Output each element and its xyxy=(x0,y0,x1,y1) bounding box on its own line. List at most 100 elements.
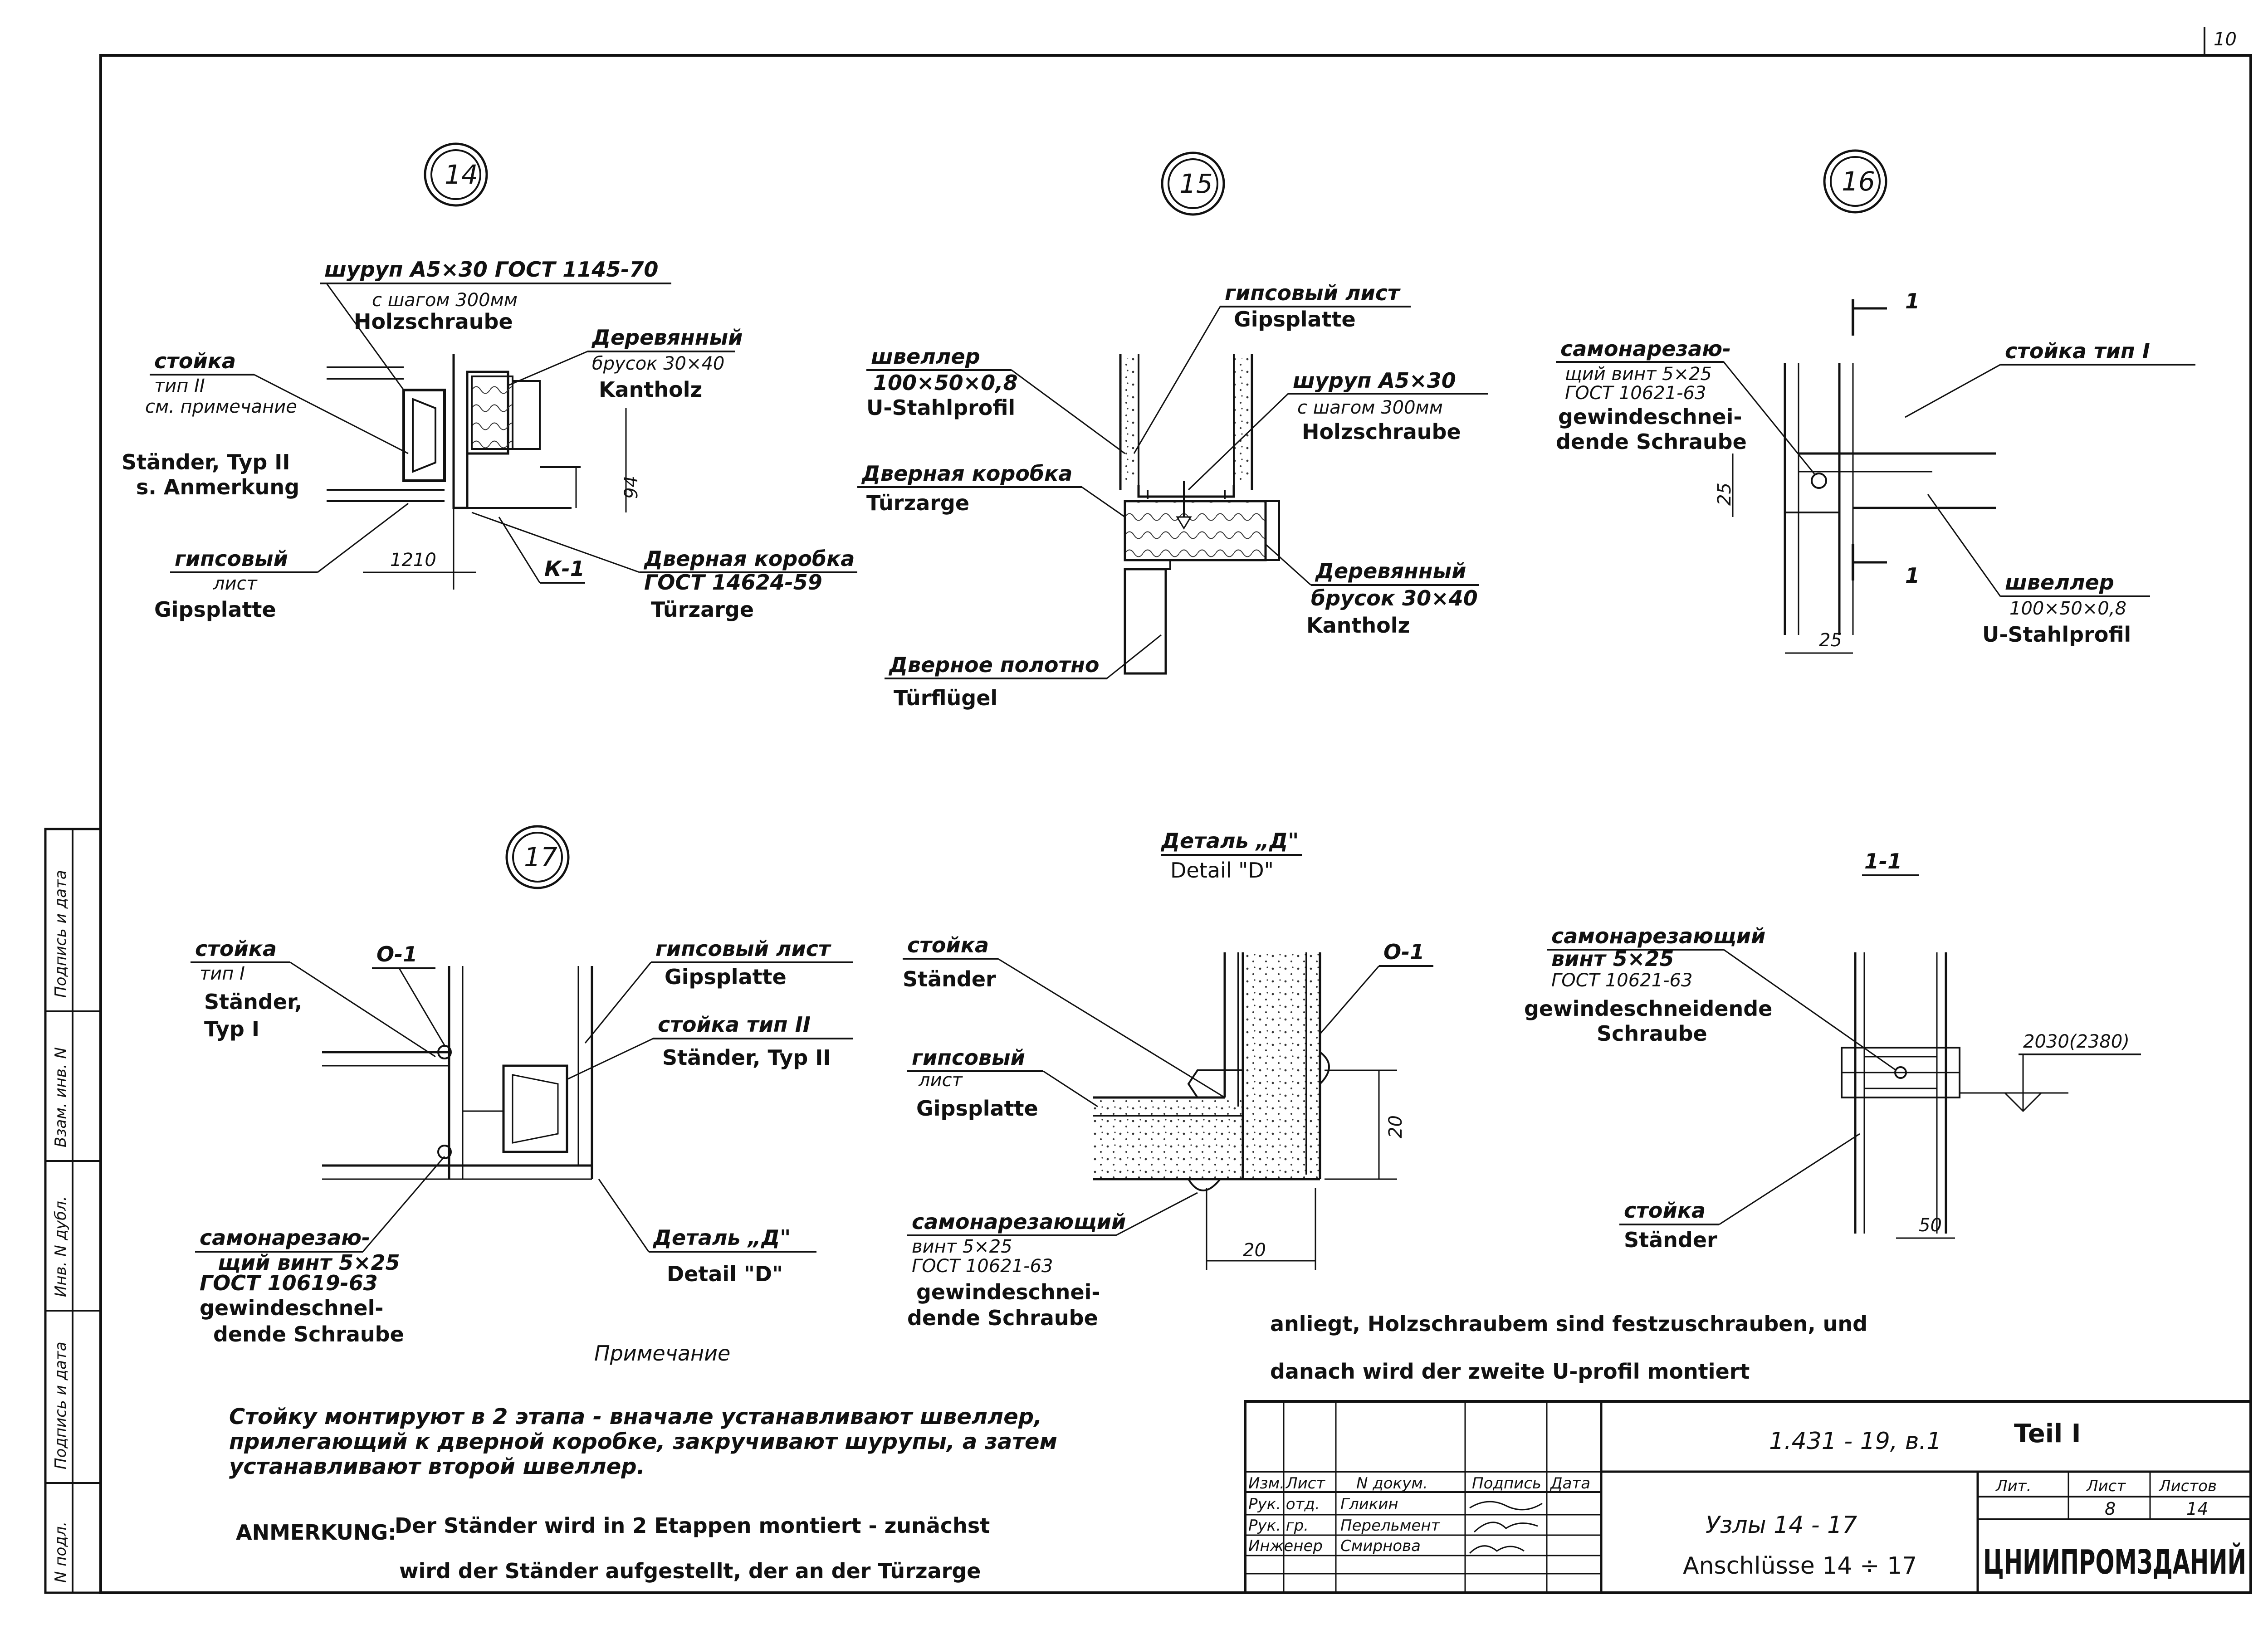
detail-d-screw-de-1: gewindeschnei- xyxy=(916,1280,1100,1304)
node-14-dim-1210: 1210 xyxy=(390,550,436,571)
node-14-badge-inner xyxy=(430,149,481,200)
notes-heading: Примечание xyxy=(594,1341,730,1366)
node-17-screw-ru-1: самонарезаю- xyxy=(200,1225,370,1250)
node-16-badge-inner xyxy=(1830,156,1881,207)
notes-de-label: ANMERKUNG: xyxy=(236,1520,396,1545)
node-15-channel-de: U-Stahlprofil xyxy=(866,395,1015,420)
notes-de-line-1: Der Ständer wird in 2 Etappen montiert -… xyxy=(395,1513,990,1538)
node-15-number: 15 xyxy=(1179,168,1213,199)
node-15-badge-outer xyxy=(1161,151,1225,216)
node-15-bar-ru-1: Деревянный xyxy=(1315,559,1466,583)
tb-teil: Teil I xyxy=(2014,1419,2081,1449)
section-1-1-screw-ru-2: винт 5×25 xyxy=(1551,946,1674,971)
tb-r2-signature xyxy=(1473,1522,1538,1533)
section-1-1-post-ru: стойка xyxy=(1624,1198,1706,1223)
node-14-bar-de: Kantholz xyxy=(599,377,702,402)
tb-sheets-total: 14 xyxy=(2186,1499,2208,1519)
node-16-channel-de: U-Stahlprofil xyxy=(1982,622,2131,647)
node-14-gyps-ru-1: гипсовый xyxy=(175,546,288,571)
node-17-o1: О-1 xyxy=(376,942,417,966)
tb-r3-role: Инженер xyxy=(1248,1537,1323,1555)
notes-de-line-2: wird der Ständer aufgestellt, der an der… xyxy=(399,1559,981,1583)
node-17-screw-de-2: dende Schraube xyxy=(213,1322,404,1346)
node-16-dim-25a: 25 xyxy=(1714,483,1735,506)
node-14-post-de-2: s. Anmerkung xyxy=(136,475,299,499)
tb-sheet-no: 8 xyxy=(2105,1499,2116,1519)
node-16-channel-ru-1: швеллер xyxy=(2005,570,2114,595)
node-14-badge-outer xyxy=(424,142,488,207)
node-17-detail-ru: Деталь „Д" xyxy=(652,1225,791,1250)
node-16-screw-ru-3: ГОСТ 10621-63 xyxy=(1565,383,1706,404)
detail-d-screw-de-2: dende Schraube xyxy=(907,1306,1098,1330)
node-17-post1-de-1: Ständer, xyxy=(204,990,302,1014)
node-17-gyps-de: Gipsplatte xyxy=(665,965,787,989)
node-14: 14 шуруп А5×30 ГОСТ 1145-70 с шагом 300м… xyxy=(122,142,857,622)
node-14-post-ru-1: стойка xyxy=(154,349,236,373)
tb-r2-role: Рук. гр. xyxy=(1248,1517,1309,1535)
section-1-1-screw-de-1: gewindeschneidende xyxy=(1524,996,1772,1021)
notes-ru-line-3: устанавливают второй швеллер. xyxy=(229,1454,645,1479)
tb-r1-signature xyxy=(1469,1501,1543,1511)
node-14-frame-de: Türzarge xyxy=(651,597,754,622)
node-15-frame-ru: Дверная коробка xyxy=(861,461,1072,486)
node-17-number: 17 xyxy=(524,842,557,873)
notes-ru-line-1: Стойку монтируют в 2 этапа - вначале уст… xyxy=(229,1404,1042,1429)
notes-de-line-4: danach wird der zweite U-profil montiert xyxy=(1270,1359,1750,1384)
side-stamp: Подпись и дата Взам. инв. N Инв. N дубл.… xyxy=(44,828,102,1594)
detail-d-title-de: Detail "D" xyxy=(1170,858,1274,883)
node-16-section-mark-bottom: 1 xyxy=(1905,563,1920,588)
node-15-screw-ru-2: с шагом 300мм xyxy=(1297,397,1443,418)
tb-r3-signature xyxy=(1469,1545,1525,1554)
detail-d-gyps-ru-1: гипсовый xyxy=(912,1045,1025,1070)
node-15-bar-ru-2: брусок 30×40 xyxy=(1311,586,1478,610)
node-15-bar-de: Kantholz xyxy=(1306,613,1410,638)
section-1-1: 1-1 самонарезающий винт 5×25 ГОСТ 10621-… xyxy=(1524,849,2141,1252)
tb-h-sheet: Лист xyxy=(2086,1477,2126,1495)
node-16-screw-de-1: gewindeschnei- xyxy=(1558,405,1742,429)
node-17-badge-outer xyxy=(505,825,570,889)
node-14-screw-de: Holzschraube xyxy=(354,309,513,334)
section-1-1-level: 2030(2380) xyxy=(2023,1031,2130,1052)
section-1-1-screw-ru-1: самонарезающий xyxy=(1551,924,1765,948)
node-17-post2-de: Ständer, Typ II xyxy=(662,1045,831,1070)
detail-d-post-de: Ständer xyxy=(903,967,996,991)
node-17-screw-ru-2: щий винт 5×25 xyxy=(218,1250,400,1275)
section-1-1-post-de: Ständer xyxy=(1624,1228,1717,1252)
node-15-frame-de: Türzarge xyxy=(866,491,969,515)
notes-de-line-3: anliegt, Holzschraubem sind festzuschrau… xyxy=(1270,1312,1867,1336)
node-15-badge-inner xyxy=(1168,158,1218,209)
section-1-1-screw-ru-3: ГОСТ 10621-63 xyxy=(1551,970,1692,991)
node-14-post-ru-3: см. примечание xyxy=(145,396,297,417)
detail-d-post-ru: стойка xyxy=(907,933,989,957)
section-1-1-screw-de-2: Schraube xyxy=(1597,1021,1707,1046)
node-17-detail-de: Detail "D" xyxy=(667,1262,783,1286)
tb-r1-role: Рук. отд. xyxy=(1248,1495,1320,1513)
node-16-section-mark-top: 1 xyxy=(1905,289,1920,313)
node-14-post-de-1: Ständer, Typ II xyxy=(122,450,290,474)
node-17-badge-inner xyxy=(512,832,563,883)
side-stamp-cell-3: Инв. N дубл. xyxy=(52,1196,70,1297)
detail-d-screw-ru-2: винт 5×25 xyxy=(912,1236,1012,1257)
tb-doc-code: 1.431 - 19, в.1 xyxy=(1769,1428,1941,1455)
node-17-post1-ru-2: тип I xyxy=(200,963,245,984)
node-16-screw-ru-1: самонарезаю- xyxy=(1560,337,1731,361)
tb-h-lit: Лит. xyxy=(1995,1477,2031,1495)
detail-d-screw-ru-1: самонарезающий xyxy=(912,1210,1126,1234)
title-block: 1.431 - 19, в.1 Teil I Изм. Лист N докум… xyxy=(1244,1400,2252,1594)
notes: Примечание Стойку монтируют в 2 этапа - … xyxy=(229,1312,1867,1583)
tb-h-sheets: Листов xyxy=(2158,1477,2217,1495)
node-15-screw-ru-1: шуруп А5×30 xyxy=(1293,368,1456,393)
node-17-post2-ru: стойка тип II xyxy=(658,1012,811,1037)
tb-h-ndok: N докум. xyxy=(1356,1474,1428,1493)
node-15-leaf-ru: Дверное полотно xyxy=(888,653,1100,677)
section-1-1-dim-50: 50 xyxy=(1919,1215,1942,1236)
node-15-gyps-ru: гипсовый лист xyxy=(1225,281,1401,305)
node-15-gyps-de: Gipsplatte xyxy=(1234,307,1356,332)
tb-org: ЦНИИПРОМЗДАНИЙ xyxy=(1983,1542,2246,1582)
node-14-screw-ru-1: шуруп А5×30 ГОСТ 1145-70 xyxy=(324,257,658,282)
node-14-gyps-ru-2: лист xyxy=(213,573,258,594)
detail-d-gyps-ru-2: лист xyxy=(918,1070,963,1091)
node-17: 17 стойка тип I Ständer, Typ I О-1 гипсо… xyxy=(191,825,853,1346)
node-17-post1-ru-1: стойка xyxy=(195,937,277,961)
